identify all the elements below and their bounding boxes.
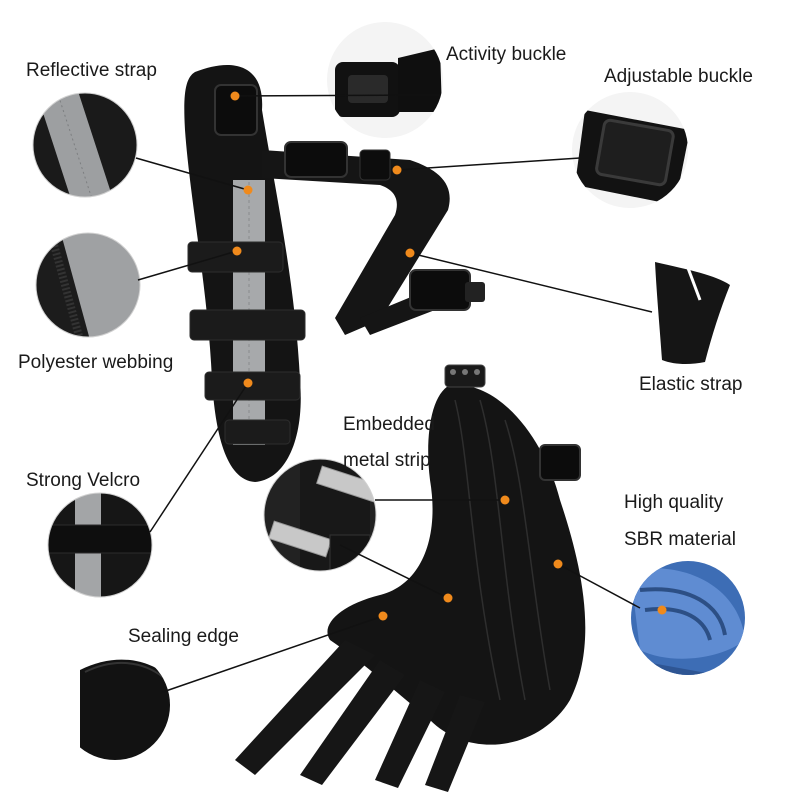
dot-sealing-edge <box>378 611 388 621</box>
dot-polyester-webbing <box>232 246 242 256</box>
inset-activity-buckle <box>327 22 443 138</box>
inset-strong-velcro <box>47 492 153 598</box>
label-sbr-line1: High quality <box>624 492 724 513</box>
label-sealing-edge: Sealing edge <box>128 626 239 647</box>
dot-strong-velcro <box>243 378 253 388</box>
inset-sealing-edge <box>60 650 170 760</box>
label-embedded-line2: metal strip <box>343 450 431 471</box>
label-reflective-strap: Reflective strap <box>26 60 157 81</box>
dot-sbr-material <box>553 559 563 569</box>
dot-activity-buckle <box>230 91 240 101</box>
strap-buckle <box>284 141 348 178</box>
label-strong-velcro: Strong Velcro <box>26 470 141 491</box>
dot-adjustable-buckle <box>392 165 402 175</box>
lower-buckle <box>409 269 471 311</box>
top-buckle <box>214 84 258 136</box>
callout-dots <box>230 91 667 621</box>
dot-metal-strip-lower <box>443 593 453 603</box>
inset-elastic-strap <box>655 262 730 365</box>
inset-reflective-strap <box>32 92 138 198</box>
dot-embedded-metal-strip <box>500 495 510 505</box>
dot-sbr-inset <box>657 605 667 615</box>
back-brace-product <box>184 64 485 483</box>
label-sbr-line2: SBR material <box>624 529 736 550</box>
dot-elastic-strap <box>405 248 415 258</box>
inset-adjustable-buckle <box>572 92 688 208</box>
inset-polyester-webbing <box>35 232 141 338</box>
inset-sbr-material <box>631 561 745 675</box>
label-polyester-webbing: Polyester webbing <box>18 352 174 373</box>
label-adjustable-buckle: Adjustable buckle <box>604 66 753 87</box>
dot-reflective-strap <box>243 185 253 195</box>
inset-metal-strip <box>263 458 377 572</box>
label-elastic-strap: Elastic strap <box>639 374 743 395</box>
label-activity-buckle: Activity buckle <box>446 44 567 65</box>
sbr-brace-product <box>235 364 586 792</box>
label-embedded-line1: Embedded <box>343 414 435 435</box>
leader-lines <box>135 94 653 694</box>
